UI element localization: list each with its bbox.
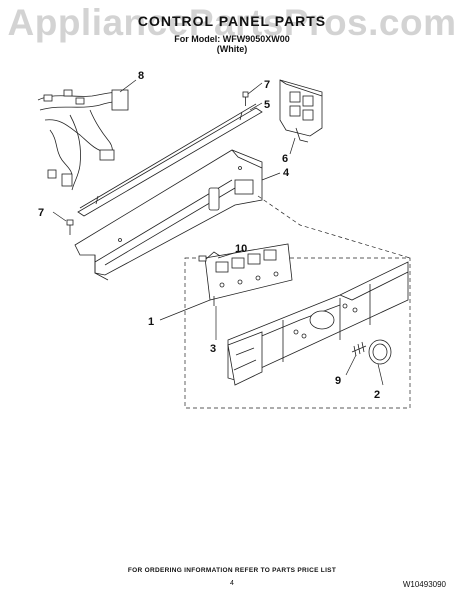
page-number: 4 — [230, 580, 234, 587]
screw-left — [66, 219, 74, 235]
callout-6: 6 — [282, 153, 288, 165]
console-panel — [227, 261, 409, 386]
page-title: CONTROL PANEL PARTS — [137, 13, 327, 29]
rail-bracket — [77, 103, 263, 217]
small-clip — [198, 251, 221, 262]
callout-10: 10 — [235, 243, 247, 255]
callout-9: 9 — [335, 375, 341, 387]
callout-3: 3 — [210, 343, 216, 355]
callout-2: 2 — [374, 389, 380, 401]
callout-1: 1 — [148, 316, 154, 328]
callout-5: 5 — [264, 99, 270, 111]
screw-upper — [242, 91, 249, 106]
callout-7-lower: 7 — [38, 207, 44, 219]
document-number: W10493090 — [402, 580, 446, 589]
knob — [368, 339, 392, 365]
wire-harness — [37, 89, 129, 191]
callout-8: 8 — [138, 70, 144, 82]
mounting-panel — [74, 149, 263, 281]
model-info: For Model: WFW9050XW00 (White) — [0, 34, 464, 54]
callout-7-upper: 7 — [264, 79, 270, 91]
callout-4: 4 — [283, 167, 290, 179]
control-board — [204, 243, 293, 306]
knob-shaft — [351, 341, 367, 357]
housing-bracket — [279, 79, 323, 143]
ordering-note: FOR ORDERING INFORMATION REFER TO PARTS … — [127, 567, 337, 574]
color-line: (White) — [216, 44, 248, 54]
watermark: AppliancePartsPros.com — [7, 2, 457, 43]
model-line: For Model: WFW9050XW00 — [174, 34, 290, 44]
